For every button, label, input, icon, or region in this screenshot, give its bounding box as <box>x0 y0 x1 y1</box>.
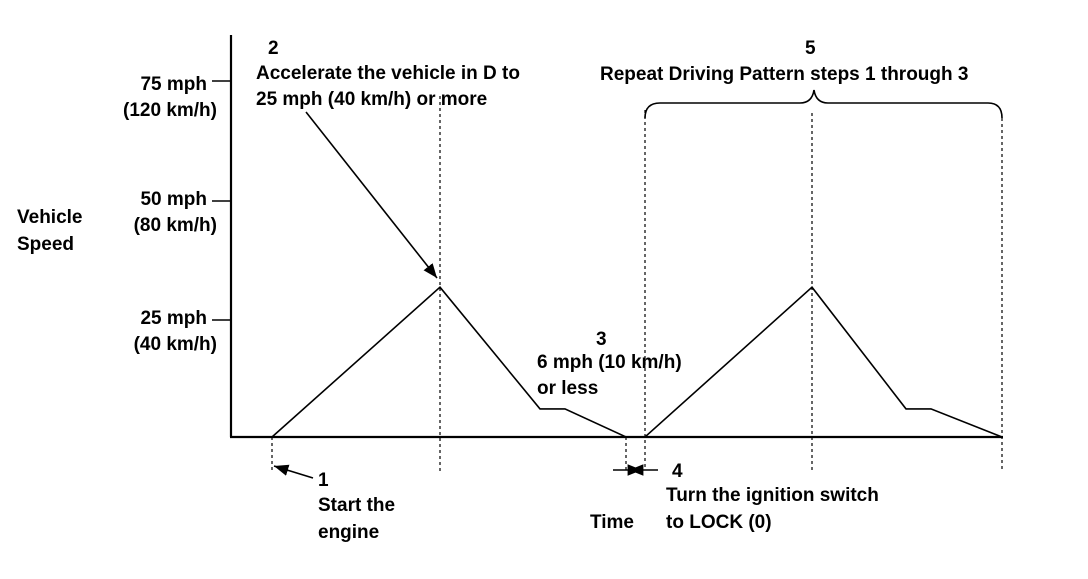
step1-arrow <box>273 464 314 479</box>
y-tick-label-25-mph: 25 mph <box>140 308 207 329</box>
step5-number: 5 <box>805 38 816 59</box>
y-tick-label-50-mph: 50 mph <box>140 189 207 210</box>
step2-text-line2: 25 mph (40 km/h) or more <box>256 89 487 110</box>
repeat-brace <box>644 89 1003 119</box>
step2-number: 2 <box>268 38 279 59</box>
step2-arrow <box>305 111 438 279</box>
step2-text-line1: Accelerate the vehicle in D to <box>256 63 520 84</box>
step1-text-line1: Start the <box>318 495 395 516</box>
step4-number: 4 <box>672 461 683 482</box>
y-axis-title-line1: Vehicle <box>17 207 83 228</box>
step5-text: Repeat Driving Pattern steps 1 through 3 <box>600 64 968 85</box>
y-tick-label-75-mph: 75 mph <box>140 74 207 95</box>
step4-text-line2: to LOCK (0) <box>666 512 772 533</box>
step3-text-line1: 6 mph (10 km/h) <box>537 352 682 373</box>
step4-text-line1: Turn the ignition switch <box>666 485 879 506</box>
step3-text-line2: or less <box>537 378 598 399</box>
x-axis-title: Time <box>590 512 634 533</box>
y-tick-label-25-kmh: (40 km/h) <box>134 334 217 355</box>
y-tick-label-75-kmh: (120 km/h) <box>123 100 217 121</box>
step1-text-line2: engine <box>318 522 379 543</box>
y-axis-title-line2: Speed <box>17 234 74 255</box>
step1-number: 1 <box>318 470 329 491</box>
step3-number: 3 <box>596 329 607 350</box>
speed-profile-line <box>271 286 1003 438</box>
y-tick-label-50-kmh: (80 km/h) <box>134 215 217 236</box>
